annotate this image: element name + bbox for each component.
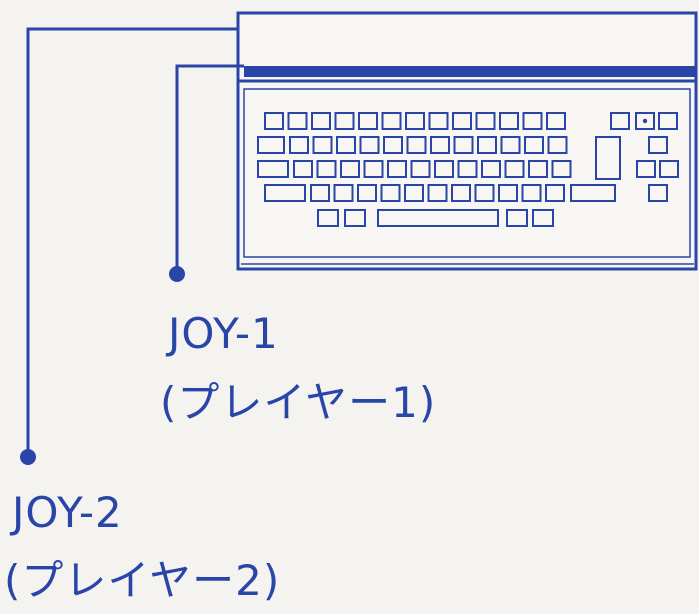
keyboard-key [475,112,496,130]
keyboard-key [474,184,495,202]
keyboard-key [410,160,431,178]
key-dot-icon [642,118,648,124]
keyboard-key [357,184,377,202]
keyboard-key [311,112,331,130]
keyboard-key [498,184,518,202]
keyboard-key [387,160,407,178]
keyboard-key [312,136,333,154]
keyboard-key [381,112,402,130]
keyboard-key [405,112,425,130]
joy1-connector-line [175,64,244,272]
keyboard-key [427,184,448,202]
port-strip [244,66,696,77]
keyboard-key [648,136,668,154]
keyboard-key [522,112,543,130]
computer [236,11,698,271]
joy1-connector-dot [169,266,185,282]
keyboard-key [451,184,471,202]
keyboard-key [264,184,306,202]
keyboard-key [406,136,427,154]
joy2-player-label: (プレイヤー2) [4,556,281,605]
keyboard-inner-frame [243,88,691,258]
keyboard-key [547,136,568,154]
keyboard-key [333,184,354,202]
keyboard-key [363,160,384,178]
return-key [595,136,621,180]
keyboard-key [477,136,497,154]
keyboard-key [428,112,449,130]
keyboard-key [257,136,285,154]
keyboard-key [546,112,566,130]
keyboard-key [528,160,548,178]
keyboard-key [404,184,424,202]
keyboard-key [336,136,356,154]
joy1-port-label: JOY-1 [168,309,279,358]
keyboard-key [340,160,360,178]
keyboard-key [481,160,501,178]
keyboard-key [648,184,668,202]
keyboard-key [532,209,554,227]
keyboard-key [658,112,678,130]
keyboard-key [334,112,355,130]
keyboard-key [504,160,525,178]
keyboard-key [344,209,366,227]
keyboard-key [287,112,308,130]
keyboard-key [358,112,378,130]
keyboard-key [457,160,478,178]
joy2-connector-dot [20,449,36,465]
keyboard-key [383,136,403,154]
keyboard-key [551,160,572,178]
keyboard-key [293,160,313,178]
keyboard-key [310,184,330,202]
keyboard-keys [257,112,679,227]
keyboard-key [380,184,401,202]
keyboard-key [521,184,542,202]
keyboard-key [316,160,337,178]
keyboard-key [257,160,289,178]
keyboard-key [636,160,656,178]
keyboard-key [289,136,309,154]
keyboard-key [499,112,519,130]
joy2-connector-line [26,27,238,455]
keyboard-body [236,79,698,271]
space-bar-key [377,209,499,227]
keyboard-key [545,184,565,202]
keyboard-key [264,112,284,130]
keyboard-key [359,136,380,154]
keyboard-key [452,112,472,130]
keyboard-key [610,112,630,130]
keyboard-key [524,136,544,154]
keyboard-key [430,136,450,154]
joy1-player-label: (プレイヤー1) [160,378,437,427]
connector-lines [26,27,244,455]
keyboard-key [506,209,528,227]
joy2-port-label: JOY-2 [12,488,123,537]
keyboard-key [500,136,521,154]
keyboard-key [570,184,616,202]
keyboard-key [659,160,679,178]
keyboard-key [453,136,474,154]
keyboard-key [434,160,454,178]
keyboard-key [635,112,655,130]
keyboard-key [317,209,339,227]
